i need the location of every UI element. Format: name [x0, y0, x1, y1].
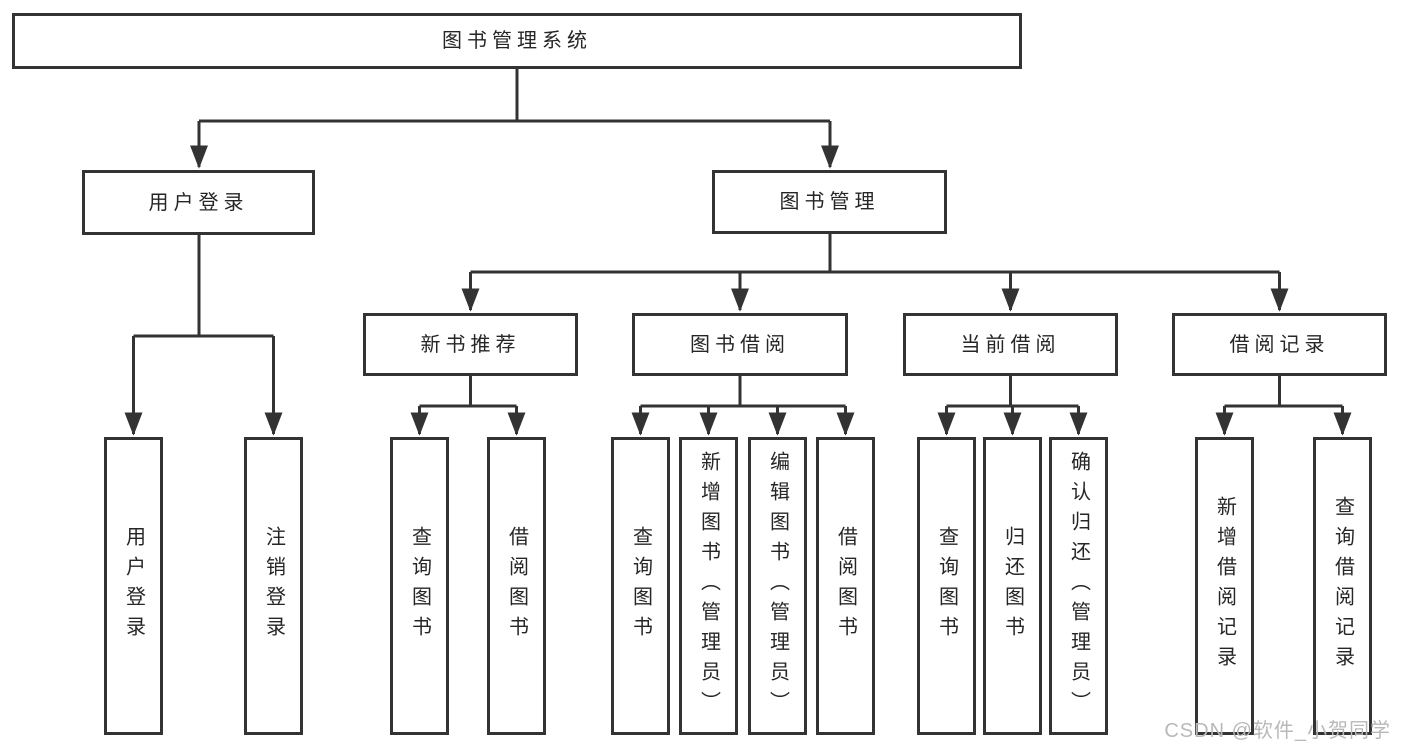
node-label: 查询借阅记录	[1331, 496, 1354, 676]
node-label: 图书管理	[779, 191, 880, 213]
node-label: 当前借阅	[960, 333, 1061, 356]
leaf-add-borrow-record: 新增借阅记录	[1195, 437, 1254, 735]
node-label: 借阅图书	[505, 526, 528, 646]
leaf-query-book-current: 查询图书	[917, 437, 976, 735]
connector-new-book-recommend	[410, 376, 526, 436]
leaf-edit-book-admin: 编辑图书（管理员）	[748, 437, 807, 735]
node-label: 用户登录	[148, 191, 249, 214]
leaf-query-book-borrow: 查询图书	[611, 437, 670, 735]
node-label: 借阅记录	[1229, 333, 1330, 356]
node-label: 查询图书	[408, 526, 431, 646]
leaf-query-book-recommend: 查询图书	[390, 437, 449, 735]
node-borrow-records: 借阅记录	[1172, 313, 1387, 376]
leaf-return-book: 归还图书	[983, 437, 1042, 735]
csdn-watermark: CSDN @软件_小贺同学	[1164, 720, 1391, 742]
node-label: 编辑图书（管理员）	[766, 451, 789, 721]
node-library-management-system: 图书管理系统	[12, 13, 1022, 69]
node-label: 新增借阅记录	[1213, 496, 1236, 676]
node-label: 注销登录	[262, 526, 285, 646]
node-label: 借阅图书	[834, 526, 857, 646]
connector-user-login	[124, 235, 283, 436]
leaf-logout-login: 注销登录	[244, 437, 303, 735]
node-book-management: 图书管理	[712, 170, 947, 234]
node-current-borrow: 当前借阅	[903, 313, 1118, 376]
leaf-confirm-return-admin: 确认归还（管理员）	[1049, 437, 1108, 735]
node-label: 新书推荐	[420, 333, 521, 356]
node-label: 用户登录	[122, 526, 145, 646]
node-new-book-recommend: 新书推荐	[363, 313, 578, 376]
node-label: 归还图书	[1001, 526, 1024, 646]
node-user-login: 用户登录	[82, 170, 315, 235]
node-label: 查询图书	[935, 526, 958, 646]
connector-book-management	[461, 234, 1289, 312]
node-label: 确认归还（管理员）	[1067, 451, 1090, 721]
leaf-borrow-book-recommend: 借阅图书	[487, 437, 546, 735]
connector-book-borrow	[631, 376, 855, 436]
leaf-query-borrow-record: 查询借阅记录	[1313, 437, 1372, 735]
node-book-borrow: 图书借阅	[632, 313, 848, 376]
leaf-add-book-admin: 新增图书（管理员）	[679, 437, 738, 735]
leaf-borrow-book: 借阅图书	[816, 437, 875, 735]
connector-root	[190, 69, 839, 169]
node-label: 新增图书（管理员）	[697, 451, 720, 721]
leaf-user-login: 用户登录	[104, 437, 163, 735]
connector-current-borrow	[937, 376, 1088, 436]
node-label: 查询图书	[629, 526, 652, 646]
node-label: 图书借阅	[690, 333, 790, 356]
connector-borrow-records	[1215, 376, 1352, 436]
node-label: 图书管理系统	[442, 30, 592, 52]
